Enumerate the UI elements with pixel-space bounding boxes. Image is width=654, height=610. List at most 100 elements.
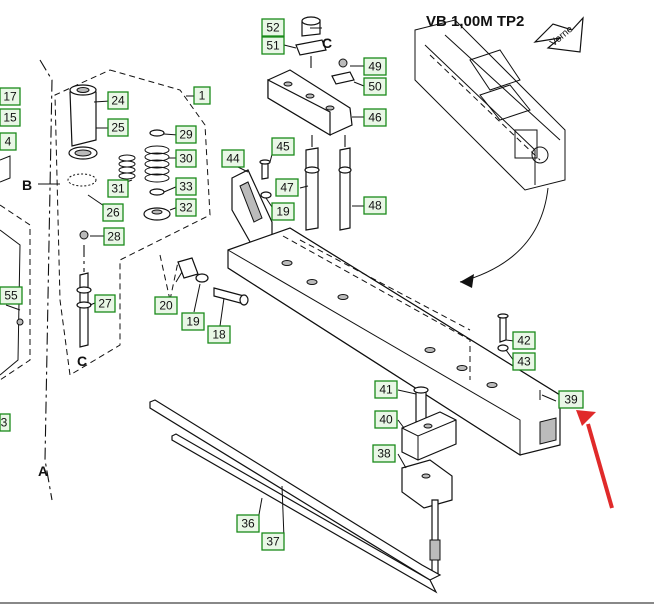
part-26-clip <box>67 173 97 187</box>
svg-text:43: 43 <box>517 355 531 369</box>
label-15: 15 <box>0 108 21 127</box>
svg-text:1: 1 <box>199 89 206 103</box>
part-49-nut <box>338 58 348 68</box>
label-48: 48 <box>363 196 387 215</box>
part-48-rod <box>339 147 351 231</box>
svg-text:45: 45 <box>276 140 290 154</box>
label-41: 41 <box>374 380 398 399</box>
part-37-strip <box>171 433 438 594</box>
label-30: 30 <box>175 149 197 168</box>
label-32: 32 <box>175 198 197 217</box>
label-19-upper: 19 <box>271 202 295 221</box>
label-37: 37 <box>261 532 285 551</box>
main-rail-holes <box>281 260 498 388</box>
main-rail-face <box>227 249 521 456</box>
red-pointer-arrow <box>586 423 614 509</box>
lower-pin <box>431 499 439 576</box>
leader-lines <box>5 27 557 539</box>
part-47-collar <box>304 166 320 174</box>
left-dashed-outline <box>0 204 31 381</box>
label-42: 42 <box>512 331 536 350</box>
lower-pin-knurl <box>429 539 441 561</box>
part-24-hole <box>76 87 90 93</box>
svg-text:55: 55 <box>4 289 18 303</box>
front-direction-arrow <box>533 16 584 53</box>
svg-text:19: 19 <box>186 315 200 329</box>
label-19-lower: 19 <box>181 312 205 331</box>
part-51-plate <box>295 39 327 56</box>
label-39: 39 <box>558 390 584 409</box>
label-36: 36 <box>236 514 260 533</box>
label-4: 4 <box>0 132 17 151</box>
rail-end-slot <box>539 417 557 445</box>
svg-text:20: 20 <box>159 299 173 313</box>
part-28-screw <box>79 230 89 240</box>
letter-c-top: C <box>322 35 332 51</box>
svg-text:40: 40 <box>379 413 393 427</box>
label-17: 17 <box>0 87 21 106</box>
curved-pointer-head <box>460 274 474 288</box>
svg-text:36: 36 <box>241 517 255 531</box>
part-18-screw <box>213 287 245 305</box>
svg-text:4: 4 <box>5 135 12 149</box>
left-screw <box>16 318 24 326</box>
part-31-spring <box>118 154 136 180</box>
group-1-outline <box>54 69 211 376</box>
label-29: 29 <box>175 125 197 144</box>
inset-machine-illustration <box>414 19 566 191</box>
part-32-hole <box>151 209 163 215</box>
red-pointer-head <box>576 410 596 426</box>
label-26: 26 <box>102 203 124 222</box>
part-18-head <box>239 294 249 306</box>
svg-text:50: 50 <box>368 80 382 94</box>
part-20-block <box>177 257 199 279</box>
part-42-screw <box>499 315 507 343</box>
svg-text:32: 32 <box>179 201 193 215</box>
svg-text:29: 29 <box>179 128 193 142</box>
part-40-hole <box>423 423 433 429</box>
part-27-collar <box>76 286 92 294</box>
label-43: 43 <box>512 352 536 371</box>
axis-line-a <box>39 59 53 501</box>
label-45: 45 <box>271 137 295 156</box>
label-44: 44 <box>221 149 245 168</box>
svg-text:31: 31 <box>111 182 125 196</box>
part-46-hole2 <box>305 93 315 99</box>
svg-text:19: 19 <box>276 205 290 219</box>
label-20: 20 <box>154 296 178 315</box>
part-36-blade <box>149 399 442 581</box>
label-49: 49 <box>363 57 387 76</box>
part-19b-washer <box>195 273 209 283</box>
part-40-block <box>401 411 457 461</box>
svg-text:28: 28 <box>107 230 121 244</box>
svg-text:46: 46 <box>368 111 382 125</box>
part-44-slot <box>239 181 263 223</box>
letter-b: B <box>22 177 32 193</box>
svg-text:30: 30 <box>179 152 193 166</box>
svg-text:25: 25 <box>111 121 125 135</box>
label-27: 27 <box>94 294 116 313</box>
label-50: 50 <box>363 77 387 96</box>
letter-c-bottom: C <box>77 353 87 369</box>
rail-dashed-guides <box>282 235 471 380</box>
curved-pointer-arrow <box>459 187 549 283</box>
svg-text:49: 49 <box>368 60 382 74</box>
part-52-top <box>301 16 321 26</box>
svg-text:24: 24 <box>111 94 125 108</box>
svg-text:33: 33 <box>179 180 193 194</box>
svg-text:42: 42 <box>517 334 531 348</box>
label-52: 52 <box>261 18 285 37</box>
label-18: 18 <box>207 325 231 344</box>
svg-text:39: 39 <box>564 393 578 407</box>
label-24: 24 <box>107 91 129 110</box>
svg-text:48: 48 <box>368 199 382 213</box>
part-27-collar2 <box>76 301 92 309</box>
part-50-washer <box>331 71 355 85</box>
part-42-head <box>497 313 509 319</box>
part-38-hole <box>421 473 431 479</box>
part-46-hole3 <box>325 105 335 111</box>
label-3: 3 <box>0 413 11 432</box>
label-51: 51 <box>261 36 285 55</box>
part-41-head <box>413 386 429 394</box>
left-part-block <box>0 155 11 183</box>
